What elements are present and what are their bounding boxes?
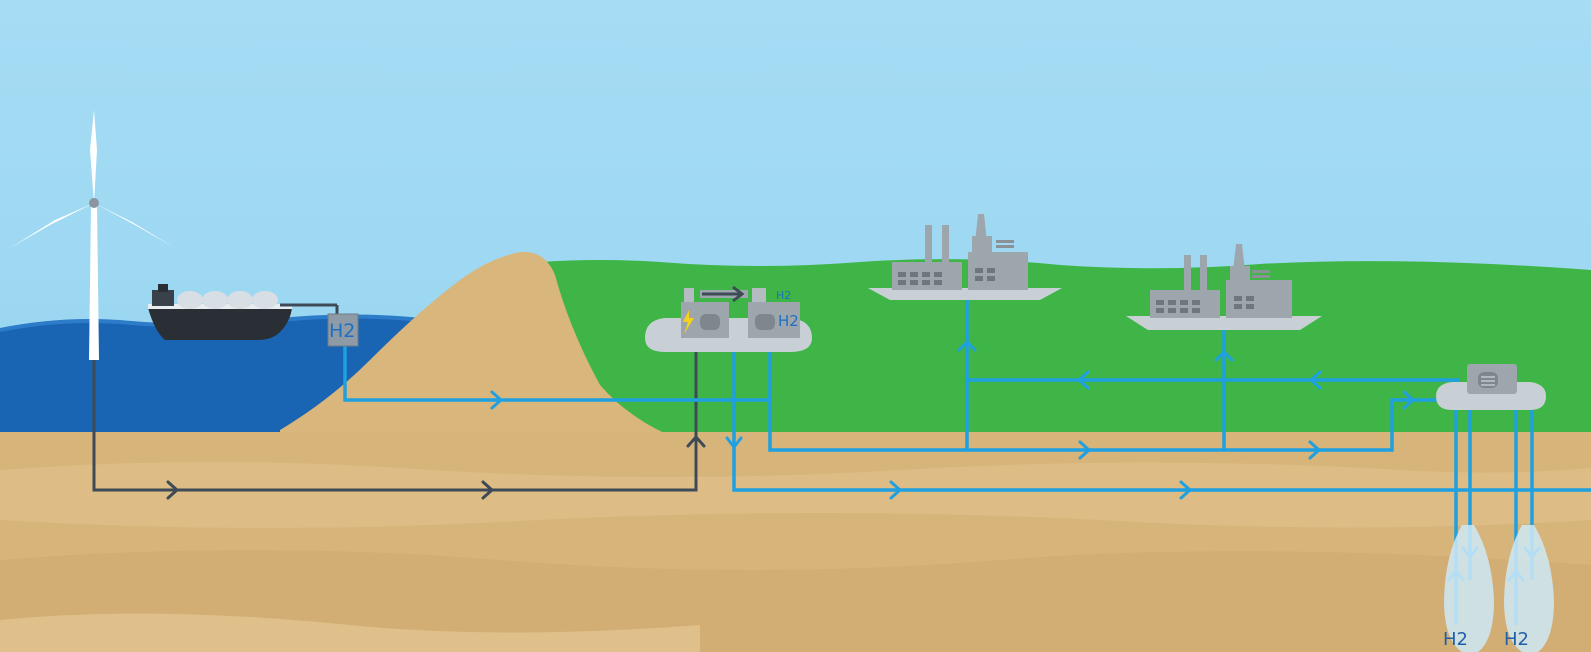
sand-hill	[280, 251, 680, 440]
power-line	[92, 350, 698, 492]
factory-icon	[868, 214, 1062, 300]
lng-ship-icon	[148, 284, 339, 340]
electrolysis-plant	[645, 285, 812, 352]
storage-label-left: H2	[1443, 629, 1468, 650]
ship-terminal-label: H2	[329, 320, 355, 342]
storage-label-right: H2	[1504, 629, 1529, 650]
factory-icon	[1126, 244, 1322, 330]
storage-cavern-icon	[1444, 525, 1554, 652]
electrolysis-label: H2	[778, 312, 799, 330]
electrolysis-label-small: H2	[776, 289, 791, 302]
ground-layer-1	[0, 461, 1591, 529]
storage-facility	[1436, 364, 1546, 410]
ground-layer-2	[0, 550, 1591, 652]
power-line-arrows	[166, 434, 706, 500]
green-land	[540, 259, 1591, 440]
ship-terminal	[327, 313, 359, 347]
wind-turbine-icon	[10, 110, 175, 360]
ground-layer-3	[0, 613, 700, 652]
